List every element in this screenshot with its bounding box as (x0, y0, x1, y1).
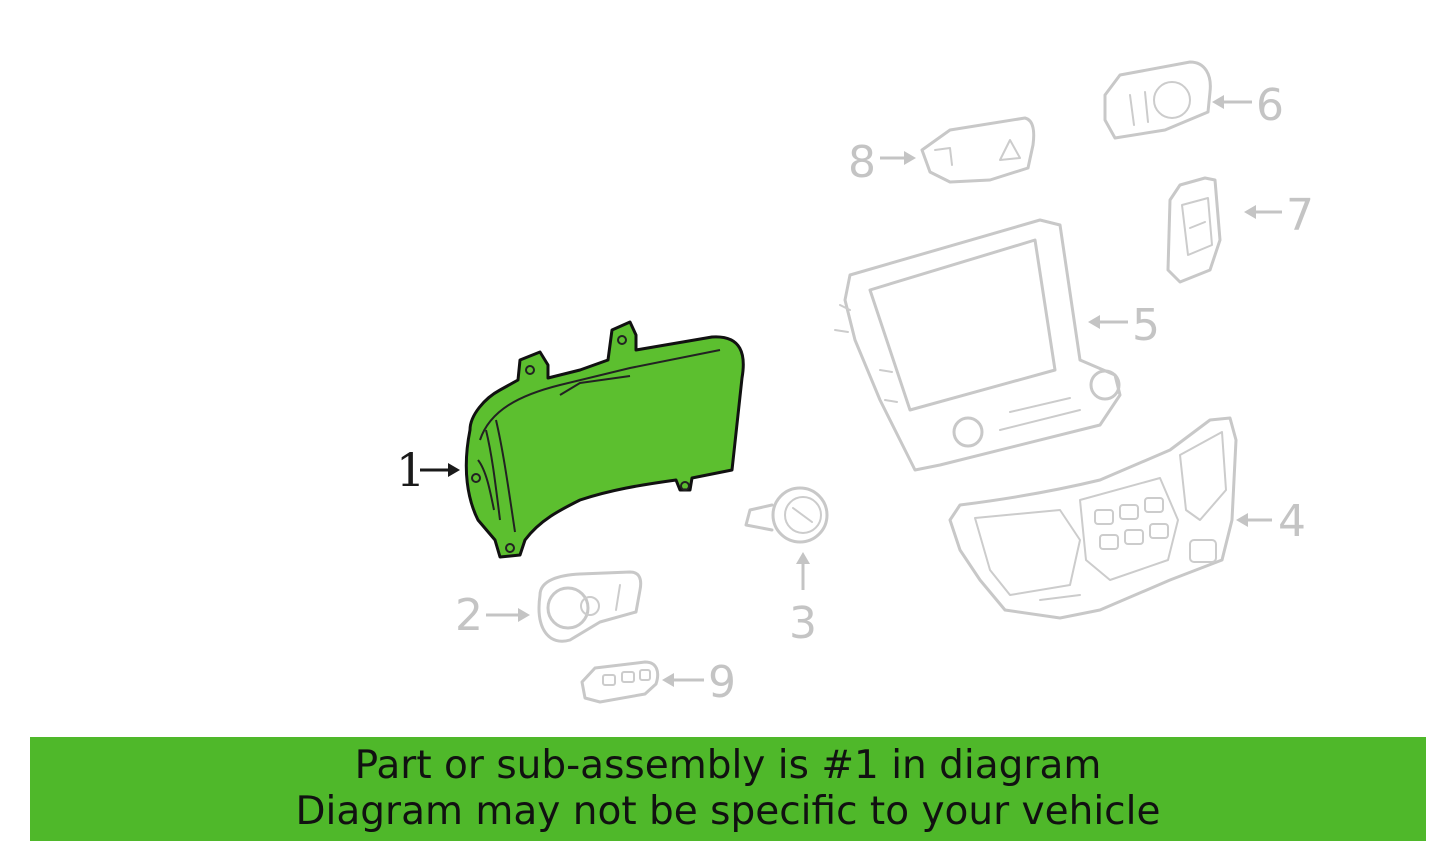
part-6-switch[interactable] (1103, 60, 1212, 140)
parts-diagram: 1 2 3 (396, 60, 1314, 708)
part-1-instrument-cluster[interactable] (464, 320, 745, 559)
banner-line-2: Diagram may not be specific to your vehi… (295, 789, 1161, 834)
banner-line-1: Part or sub-assembly is #1 in diagram (354, 743, 1102, 788)
callout-7: 7 (1244, 190, 1314, 241)
callout-5-label: 5 (1132, 300, 1160, 351)
callout-6-label: 6 (1256, 80, 1284, 131)
part-7-switch[interactable] (1166, 176, 1222, 284)
callout-9: 9 (662, 657, 736, 708)
part-4-control-panel[interactable] (948, 416, 1238, 620)
callout-7-label: 7 (1286, 190, 1314, 241)
callout-2-label: 2 (455, 590, 483, 641)
info-banner: Part or sub-assembly is #1 in diagram Di… (30, 737, 1426, 841)
callout-4-label: 4 (1278, 496, 1306, 547)
callout-6: 6 (1212, 80, 1284, 131)
callout-8: 8 (848, 137, 916, 188)
callout-9-label: 9 (708, 657, 736, 708)
callout-3: 3 (789, 552, 817, 649)
callout-8-label: 8 (848, 137, 876, 188)
callout-2: 2 (455, 590, 530, 641)
part-2-switch[interactable] (537, 570, 643, 643)
callout-4: 4 (1236, 496, 1306, 547)
callout-3-label: 3 (789, 598, 817, 649)
callout-1: 1 (396, 443, 460, 497)
part-3-knob[interactable] (744, 486, 829, 544)
callout-5: 5 (1088, 300, 1160, 351)
part-5-display-unit[interactable] (834, 218, 1122, 472)
part-9-switch[interactable] (580, 660, 660, 704)
part-8-hazard-switch[interactable] (920, 116, 1036, 184)
